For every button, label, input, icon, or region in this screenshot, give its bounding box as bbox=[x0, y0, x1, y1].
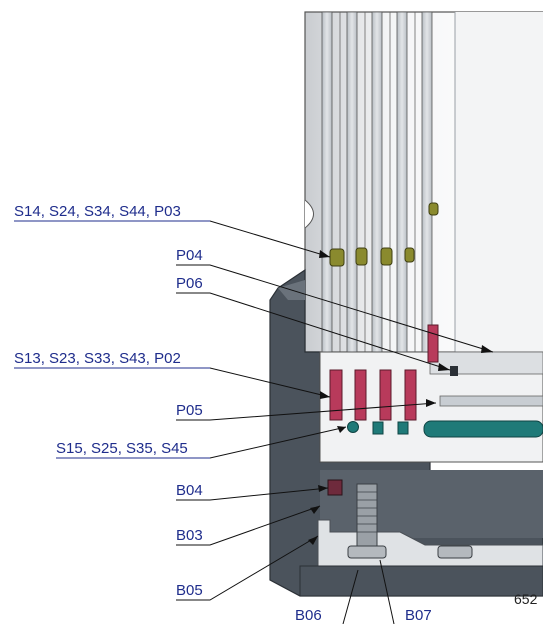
wall-notch bbox=[304, 199, 314, 229]
label-p06: P06 bbox=[176, 275, 203, 292]
label-s14-group: S14, S24, S34, S44, P03 bbox=[14, 203, 181, 220]
label-b04: B04 bbox=[176, 482, 203, 499]
label-b05: B05 bbox=[176, 582, 203, 599]
teal-ring bbox=[423, 420, 543, 438]
label-b03: B03 bbox=[176, 527, 203, 544]
figure-number: 652 bbox=[514, 591, 538, 607]
olive-seals bbox=[329, 202, 439, 267]
lower-chamber bbox=[320, 470, 543, 538]
lamella-stack bbox=[321, 11, 433, 463]
teal-seals bbox=[347, 421, 409, 435]
leader-arrowheads bbox=[308, 250, 493, 545]
label-p04: P04 bbox=[176, 247, 203, 264]
label-p05: P05 bbox=[176, 402, 203, 419]
label-s15-group: S15, S25, S35, S45 bbox=[56, 440, 188, 457]
shaft-highlight bbox=[455, 12, 543, 352]
block-b04 bbox=[327, 479, 343, 496]
part-p06 bbox=[450, 366, 458, 376]
label-b07: B07 bbox=[405, 607, 432, 624]
red-seals bbox=[329, 324, 439, 421]
label-s13-group: S13, S23, S33, S43, P02 bbox=[14, 350, 181, 367]
label-b06: B06 bbox=[295, 607, 322, 624]
bolt bbox=[347, 483, 473, 559]
